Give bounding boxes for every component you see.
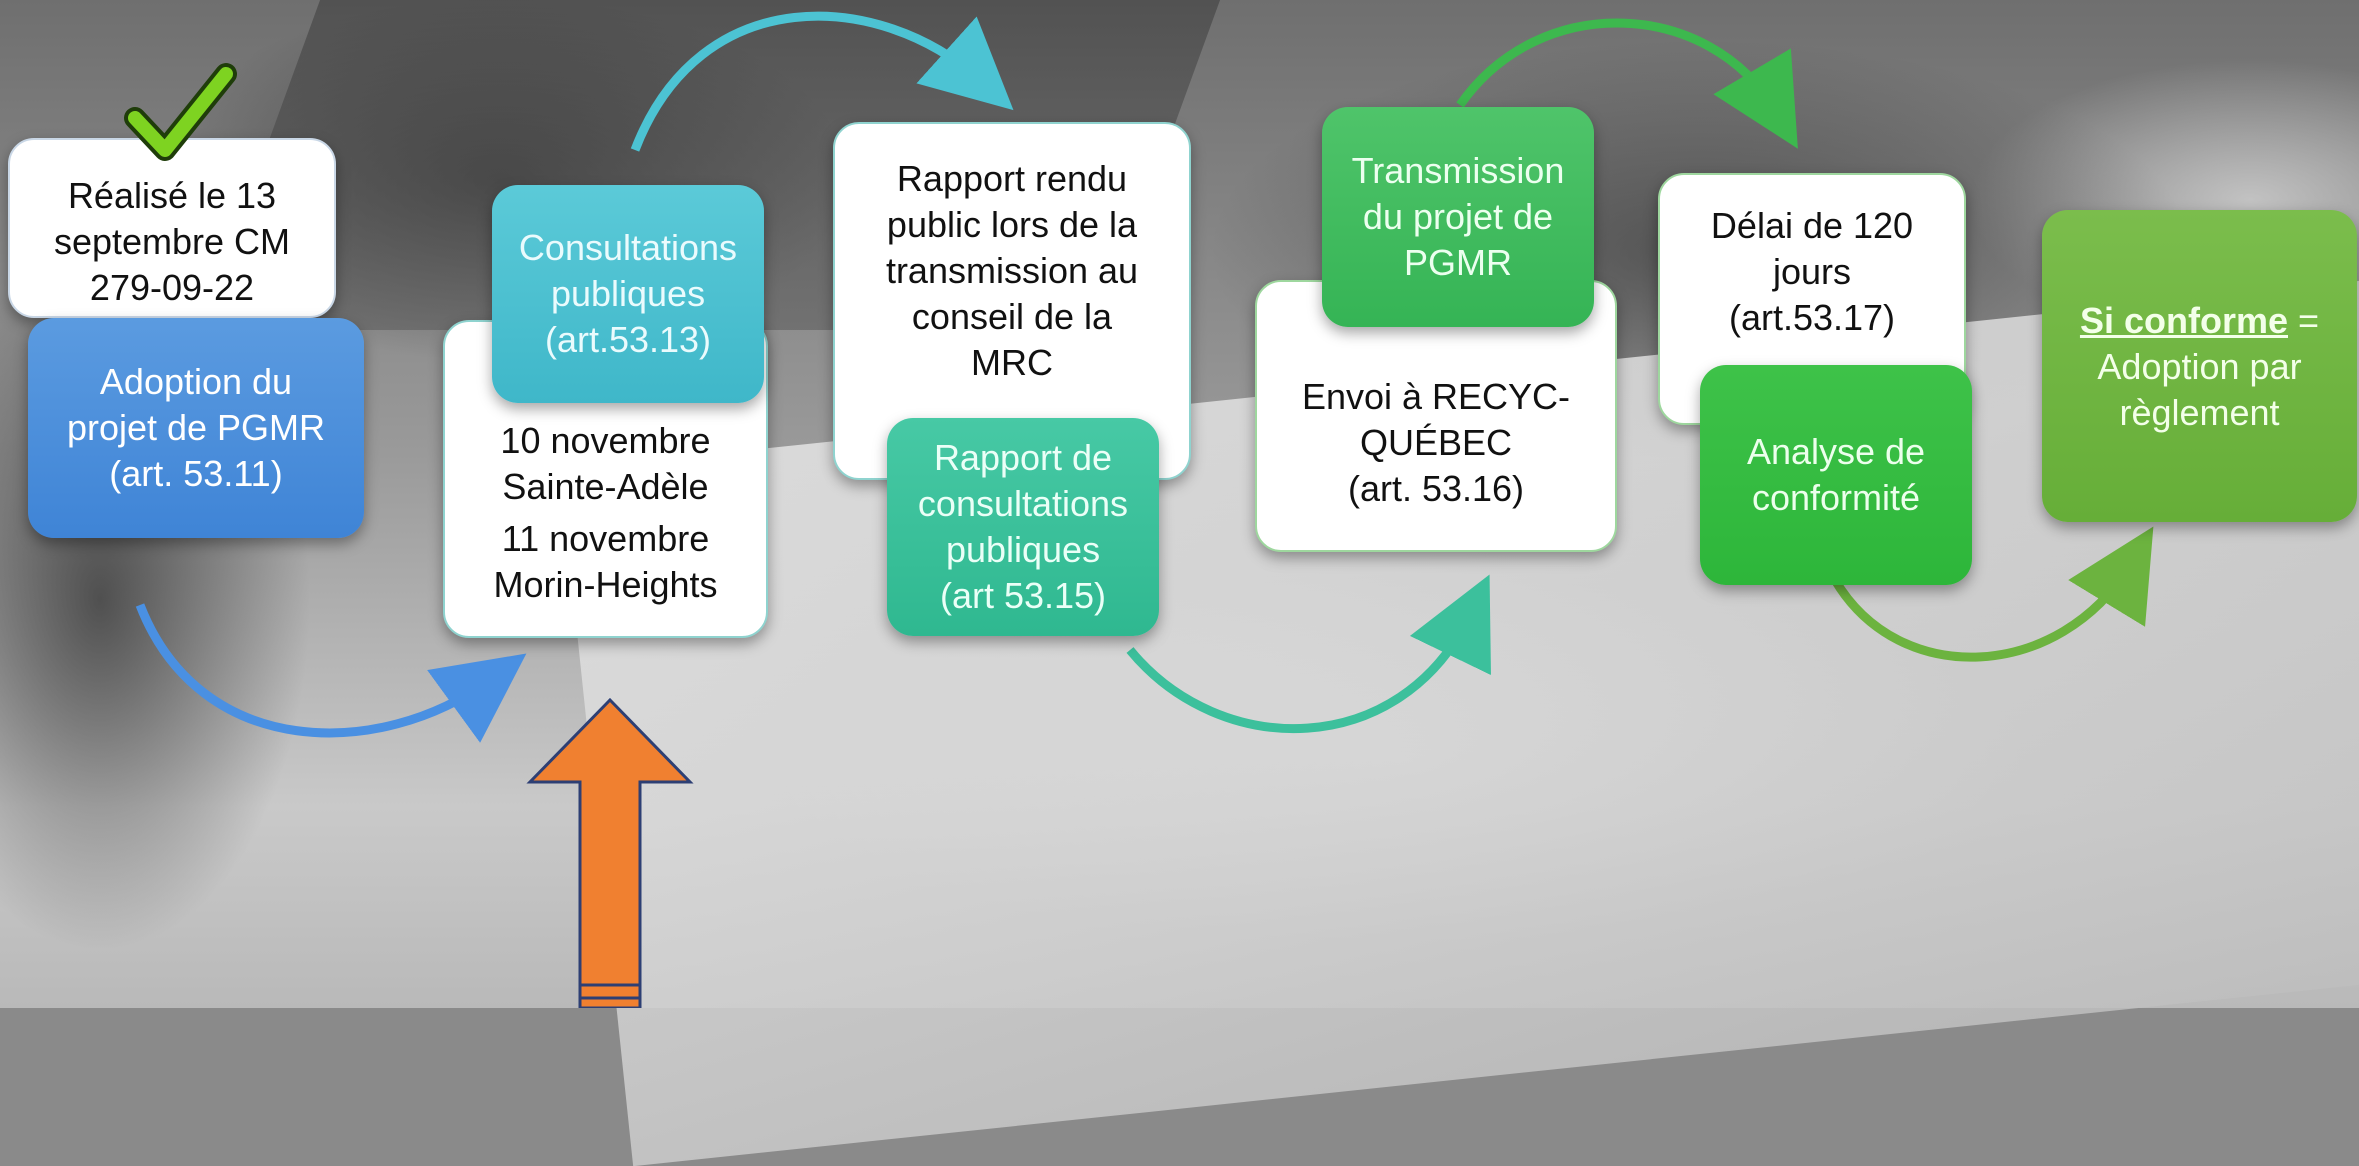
arrow-step3-to-step4 [1126, 574, 1491, 734]
step2-note-line: 10 novembre [500, 420, 711, 461]
step1-note-card: Réalisé le 13 septembre CM 279-09-22 [8, 138, 336, 318]
step6-condition-bold: Si conforme [2079, 300, 2288, 341]
step4-title-card: Transmission du projet de PGMR [1322, 107, 1594, 327]
step3-title-line: publiques [945, 529, 1101, 570]
step6-title-line: Adoption par [2097, 346, 2302, 387]
step3-note-line: conseil de la [911, 296, 1113, 337]
step4-title-line: Transmission [1351, 150, 1565, 191]
step6-condition-suffix: = [2288, 300, 2320, 341]
step1-title-line: projet de PGMR [66, 407, 326, 448]
step3-title-card: Rapport de consultations publiques (art … [887, 418, 1159, 636]
step1-note-line: Réalisé le 13 [67, 175, 277, 216]
step4-note-line: Envoi à RECYC- [1301, 376, 1571, 417]
arrow-step5-to-step6 [1831, 526, 2154, 662]
step4-note-line: QUÉBEC [1359, 422, 1513, 463]
step3-note-line: MRC [971, 342, 1053, 383]
step5-note-line: (art.53.17) [1728, 297, 1896, 338]
step1-note-line: 279-09-22 [89, 267, 255, 308]
step4-title-line: du projet de [1362, 196, 1554, 237]
step3-note-line: Rapport rendu [896, 158, 1128, 199]
step2-title-line: publiques [550, 273, 706, 314]
step2-title-card: Consultations publiques (art.53.13) [492, 185, 764, 403]
step4-title-line: PGMR [1404, 242, 1512, 283]
step3-note-line: transmission au [885, 250, 1139, 291]
step6-title-card: Si conforme = Adoption par règlement [2042, 210, 2357, 522]
step2-note-line: 11 novembre [501, 518, 710, 559]
arrow-step1-to-step2 [135, 603, 527, 743]
step2-note-line: Sainte-Adèle [502, 466, 709, 507]
step5-title-line: Analyse de [1746, 431, 1926, 472]
step3-title-line: Rapport de [933, 437, 1113, 478]
step2-title-line: (art.53.13) [544, 319, 712, 360]
step2-note-line: Morin-Heights [493, 564, 718, 605]
arrow-step2-to-step3 [630, 11, 1014, 152]
step3-note-line: public lors de la [886, 204, 1138, 245]
step2-title-line: Consultations [518, 227, 738, 268]
step1-note-line: septembre CM [53, 221, 291, 262]
step1-title-card: Adoption du projet de PGMR (art. 53.11) [28, 318, 364, 538]
step6-condition: Si conforme = [2080, 298, 2319, 344]
step1-title-line: Adoption du [99, 361, 293, 402]
step5-title-line: conformité [1751, 477, 1921, 518]
step1-title-line: (art. 53.11) [109, 453, 283, 494]
arrow-step4-to-step5 [1456, 18, 1798, 149]
step3-title-line: consultations [917, 483, 1129, 524]
step4-note-line: (art. 53.16) [1347, 468, 1525, 509]
step5-note-line: Délai de 120 [1710, 205, 1914, 246]
connector-arrows [135, 11, 2154, 743]
step6-title-line: règlement [2119, 392, 2280, 433]
step3-title-line: (art 53.15) [939, 575, 1107, 616]
step5-title-card: Analyse de conformité [1700, 365, 1972, 585]
step5-note-line: jours [1772, 251, 1852, 292]
